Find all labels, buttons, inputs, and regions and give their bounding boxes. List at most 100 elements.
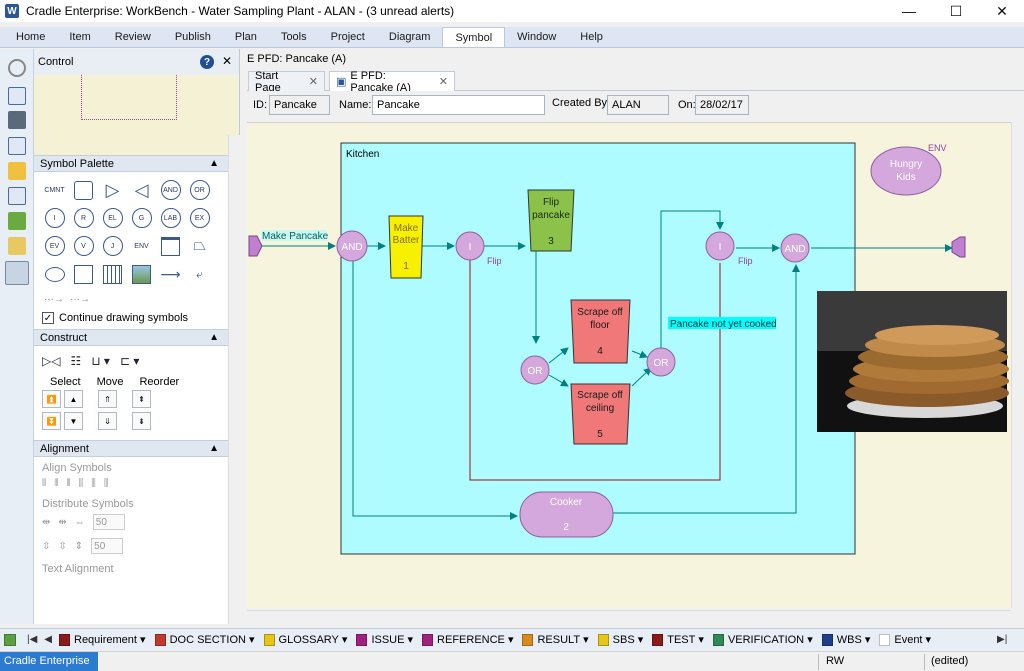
and-node-1[interactable] xyxy=(336,230,368,262)
hungry-kids-entity[interactable] xyxy=(870,146,942,196)
alignment-header[interactable]: Alignment ▲ xyxy=(34,440,239,457)
files-icon[interactable] xyxy=(8,237,26,255)
bracket-tool-icon[interactable]: ⊔ ▾ xyxy=(91,354,110,368)
category-glossary[interactable]: GLOSSARY ▾ xyxy=(263,633,347,646)
help-icon[interactable]: ? xyxy=(200,55,214,69)
ex-symbol[interactable]: EX xyxy=(185,204,214,232)
close-window-button[interactable]: ✕ xyxy=(996,2,1008,19)
triangle-left-symbol[interactable]: ◁ xyxy=(134,179,149,200)
menu-diagram[interactable]: Diagram xyxy=(388,31,431,43)
database-icon[interactable] xyxy=(8,111,26,129)
comment-symbol[interactable]: CMNT xyxy=(44,186,65,194)
r-symbol[interactable]: R xyxy=(69,204,98,232)
align-left-icon[interactable]: ⫴ xyxy=(42,478,47,489)
el-symbol[interactable]: EL xyxy=(98,204,127,232)
menu-review[interactable]: Review xyxy=(114,31,151,43)
diagram-canvas[interactable]: Kitchen Make Pancake AND M xyxy=(247,122,1011,608)
ellipse-symbol[interactable] xyxy=(40,260,69,288)
or-symbol[interactable]: OR xyxy=(185,176,214,204)
align-bottom-icon[interactable]: ⫼ xyxy=(103,478,109,489)
scrape-floor-process[interactable] xyxy=(570,299,631,364)
select-up-button[interactable]: ▲ xyxy=(64,390,83,408)
dashed-connectors[interactable]: ···→···→ xyxy=(34,292,239,307)
square-symbol[interactable] xyxy=(69,260,98,288)
menu-symbol[interactable]: Symbol xyxy=(442,27,506,47)
menu-help[interactable]: Help xyxy=(580,31,603,43)
tab-start-page[interactable]: Start Page ✕ xyxy=(248,70,325,94)
or-node-1[interactable] xyxy=(520,355,550,385)
menu-item[interactable]: Item xyxy=(69,31,91,43)
minimize-button[interactable]: — xyxy=(902,3,916,19)
pfd-diagram[interactable]: Kitchen Make Pancake AND M xyxy=(247,123,1011,608)
triangle-right-symbol[interactable]: ▷ xyxy=(105,179,120,200)
spacing-v-input[interactable] xyxy=(91,538,124,554)
distribute-v2-icon[interactable]: ⇳ xyxy=(58,540,67,552)
menu-tools[interactable]: Tools xyxy=(280,31,307,43)
move-down-button[interactable]: ⇓ xyxy=(98,412,117,430)
close-tab-icon[interactable]: ✕ xyxy=(308,76,318,88)
name-field[interactable] xyxy=(372,95,545,115)
chevron-up-icon[interactable]: ▲ xyxy=(209,443,219,454)
g-symbol[interactable]: G xyxy=(127,204,156,232)
close-tab-icon[interactable]: ✕ xyxy=(438,76,448,88)
align-center-icon[interactable]: ⫴ xyxy=(54,478,59,489)
make-batter-process[interactable] xyxy=(388,215,424,279)
env-symbol[interactable]: ENV xyxy=(134,242,149,250)
arrow-symbol[interactable]: ⟶ xyxy=(160,265,181,282)
spacing-h-icon[interactable]: ⇔ xyxy=(74,516,85,528)
align-right-icon[interactable]: ⫴ xyxy=(66,478,71,489)
menu-home[interactable]: Home xyxy=(16,31,46,43)
j-symbol[interactable]: J xyxy=(98,232,127,260)
category-issue[interactable]: ISSUE ▾ xyxy=(356,633,413,646)
category-sbs[interactable]: SBS ▾ xyxy=(597,633,643,646)
spacing-h-input[interactable] xyxy=(92,514,125,530)
flow-connector-symbol[interactable]: ⤶ xyxy=(196,266,203,281)
flip-pancake-process[interactable] xyxy=(527,189,575,252)
folder-icon[interactable] xyxy=(8,162,26,180)
spacing-v-icon[interactable]: ⇕ xyxy=(74,540,84,552)
continue-drawing-checkbox[interactable]: ✓ xyxy=(42,312,54,324)
align-middle-icon[interactable]: ⫼ xyxy=(91,478,96,489)
category-result[interactable]: RESULT ▾ xyxy=(522,633,589,646)
select-last-button[interactable]: ⏬ xyxy=(42,412,61,430)
rounded-box-symbol[interactable] xyxy=(69,176,98,204)
canvas-horizontal-scrollbar[interactable] xyxy=(247,610,1011,623)
select-down-button[interactable]: ▼ xyxy=(64,412,83,430)
created-by-field[interactable] xyxy=(607,95,669,115)
canvas-vertical-scrollbar[interactable] xyxy=(1011,122,1024,608)
table-tool-icon[interactable]: ☷ xyxy=(70,354,82,368)
i-node-1[interactable] xyxy=(455,231,485,261)
and-node-2[interactable] xyxy=(780,233,810,263)
control-panel-scrollbar[interactable] xyxy=(228,135,240,624)
distribute-h2-icon[interactable]: ⇹ xyxy=(58,516,67,528)
reorder-top-button[interactable]: ⇞ xyxy=(132,390,151,408)
i-symbol[interactable]: I xyxy=(40,204,69,232)
link-tool-icon[interactable]: ▷◁ xyxy=(42,354,61,368)
category-test[interactable]: TEST ▾ xyxy=(652,633,704,646)
first-page-icon[interactable]: |◀ xyxy=(27,634,38,645)
chevron-up-icon[interactable]: ▲ xyxy=(209,158,219,169)
i-node-2[interactable] xyxy=(705,231,735,261)
continue-drawing-row[interactable]: ✓ Continue drawing symbols xyxy=(34,307,239,329)
menu-plan[interactable]: Plan xyxy=(234,31,257,43)
output-port-icon[interactable] xyxy=(951,236,966,258)
window-symbol[interactable] xyxy=(156,232,185,260)
preview-viewport[interactable] xyxy=(81,75,177,120)
close-panel-icon[interactable]: ✕ xyxy=(222,54,233,68)
bucket-symbol[interactable]: ⏢ xyxy=(193,237,206,254)
symbol-palette-header[interactable]: Symbol Palette ▲ xyxy=(34,155,239,172)
distribute-h-icon[interactable]: ⇹ xyxy=(42,516,51,528)
construct-header[interactable]: Construct ▲ xyxy=(34,329,239,346)
ev-symbol[interactable]: EV xyxy=(40,232,69,260)
or-node-2[interactable] xyxy=(646,347,676,377)
menu-project[interactable]: Project xyxy=(330,31,365,43)
select-first-button[interactable]: ⏫ xyxy=(42,390,61,408)
tab-pfd-pancake[interactable]: ▣ E PFD: Pancake (A) ✕ xyxy=(329,70,455,94)
not-cooked-label[interactable]: Pancake not yet cooked xyxy=(670,319,777,330)
menu-window[interactable]: Window xyxy=(517,31,557,43)
maximize-button[interactable]: ☐ xyxy=(949,2,963,19)
category-verification[interactable]: VERIFICATION ▾ xyxy=(712,633,813,646)
diagram-tool-icon[interactable] xyxy=(5,261,29,285)
id-field[interactable] xyxy=(269,95,330,115)
dashed-arrow-icon[interactable]: ···→ xyxy=(44,294,64,305)
